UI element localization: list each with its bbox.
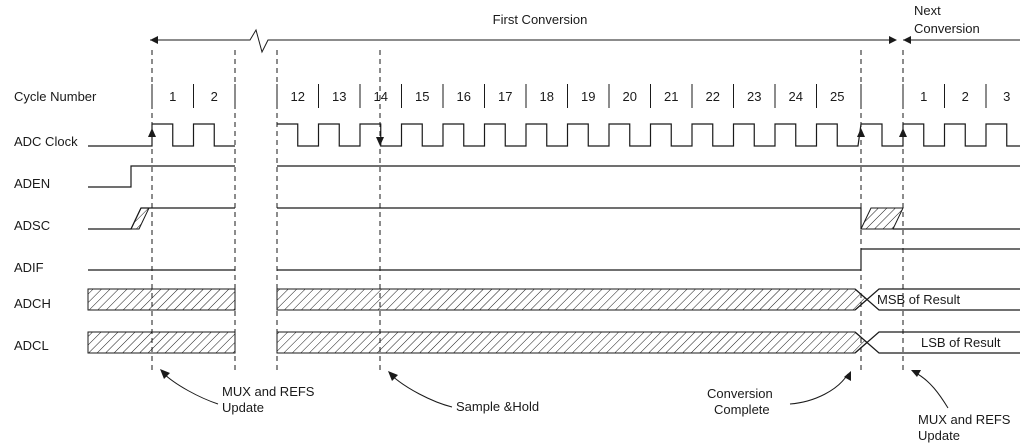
cycle-number-label: Cycle Number <box>14 89 97 104</box>
next-conversion-arrow-icon <box>903 36 911 44</box>
adcl-waveform: LSB of Result <box>87 331 1020 354</box>
cycle-number: 20 <box>623 89 637 104</box>
cycle-number: 1 <box>169 89 176 104</box>
adch-result-label: MSB of Result <box>877 292 960 307</box>
adsc-trace-mid <box>277 207 862 229</box>
cycle-number: 23 <box>747 89 761 104</box>
conversion-complete-callout-arrow-icon <box>844 371 851 381</box>
sample-hold-label: Sample &Hold <box>456 399 539 414</box>
first-conversion-arrow-line <box>150 28 895 54</box>
signal-labels: ADC Clock ADEN ADSC ADIF ADCH ADCL <box>14 134 78 353</box>
mux-refs-label-line1: MUX and REFS <box>222 384 315 399</box>
first-conversion-span: First Conversion <box>150 12 897 54</box>
adcl-result-bus <box>854 331 1020 354</box>
cycle-number: 3 <box>1003 89 1010 104</box>
adch-undefined-region-left <box>87 288 236 311</box>
adsc-clear-transition-region <box>860 207 904 230</box>
cycle-number: 12 <box>291 89 305 104</box>
signal-label-adsc: ADSC <box>14 218 50 233</box>
cycle-number: 1 <box>920 89 927 104</box>
adsc-waveform <box>88 207 1020 230</box>
cycle-number: 14 <box>374 89 388 104</box>
next-conversion-label-line2: Conversion <box>914 21 980 36</box>
mux-refs-callout-arrow-icon <box>160 369 170 379</box>
signal-label-adch: ADCH <box>14 296 51 311</box>
next-mux-refs-label-line2: Update <box>918 428 960 443</box>
next-mux-refs-label-line1: MUX and REFS <box>918 412 1011 427</box>
sample-hold-callout-line <box>389 373 453 408</box>
mux-refs-label-line2: Update <box>222 400 264 415</box>
adc-clock-trace <box>88 123 1020 147</box>
signal-label-adcl: ADCL <box>14 338 49 353</box>
adcl-undefined-region-right <box>276 331 868 354</box>
adch-waveform: MSB of Result <box>87 288 1020 311</box>
cycle-number: 21 <box>664 89 678 104</box>
adc-clock-waveform <box>88 123 1020 147</box>
clock-rising-edge-arrow-icon <box>148 128 156 137</box>
cycle-number: 15 <box>415 89 429 104</box>
signal-label-aden: ADEN <box>14 176 50 191</box>
cycle-number: 22 <box>706 89 720 104</box>
clock-falling-edge-arrow-icon <box>376 137 384 146</box>
annotations: MUX and REFS Update Sample &Hold Convers… <box>160 369 1011 443</box>
next-conversion-span: Next Conversion <box>903 3 1020 44</box>
next-mux-refs-callout-line <box>913 371 949 409</box>
conversion-complete-callout-line <box>789 373 849 405</box>
cycle-number: 19 <box>581 89 595 104</box>
adcl-undefined-region-left <box>87 331 236 354</box>
adch-undefined-region-right <box>276 288 868 311</box>
cycle-number: 16 <box>457 89 471 104</box>
cycle-number: 2 <box>211 89 218 104</box>
first-conversion-arrow-left-icon <box>150 36 158 44</box>
conversion-complete-label-line2: Complete <box>714 402 770 417</box>
first-conversion-arrow-right-icon <box>889 36 897 44</box>
cycle-number: 24 <box>789 89 803 104</box>
next-mux-refs-callout-arrow-icon <box>911 370 921 377</box>
clock-rising-edge-arrow-icon <box>857 128 865 137</box>
adcl-result-label: LSB of Result <box>921 335 1001 350</box>
clock-rising-edge-arrow-icon <box>899 128 907 137</box>
mux-refs-callout-line <box>161 371 219 405</box>
aden-trace-left <box>88 165 235 188</box>
cycle-number: 25 <box>830 89 844 104</box>
cycle-number: 17 <box>498 89 512 104</box>
aden-waveform <box>88 165 1020 188</box>
signal-label-adif: ADIF <box>14 260 44 275</box>
cycle-number: 2 <box>962 89 969 104</box>
cycle-number: 18 <box>540 89 554 104</box>
adch-result-bus <box>854 288 1020 311</box>
adif-trace-right <box>277 248 1020 271</box>
signal-label-adc-clock: ADC Clock <box>14 134 78 149</box>
adsc-trace-left <box>88 207 235 230</box>
next-conversion-label-line1: Next <box>914 3 941 18</box>
adif-waveform <box>88 248 1020 271</box>
first-conversion-label: First Conversion <box>493 12 588 27</box>
conversion-complete-label-line1: Conversion <box>707 386 773 401</box>
cycle-number: 13 <box>332 89 346 104</box>
sample-hold-callout-arrow-icon <box>388 371 398 381</box>
